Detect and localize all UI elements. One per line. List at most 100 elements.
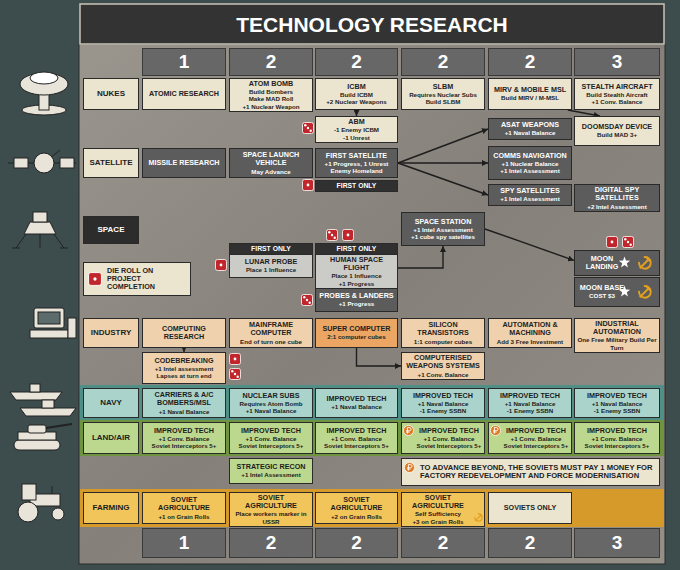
text-stack: 2: [491, 532, 569, 553]
effect-text: Soviet Interceptors 5+: [503, 442, 569, 449]
connector-arrow: [357, 348, 402, 366]
text-stack: IMPROVED TECH+1 Naval Balance-1 Enemy SS…: [577, 392, 657, 414]
tech-name: STRATEGIC RECON: [232, 463, 310, 471]
tech-name: TO ADVANCE BEYOND, THE SOVIETS MUST PAY …: [420, 464, 655, 481]
column-header: 1: [142, 48, 226, 76]
text-stack: CARRIERS & A/C BOMBERS/MSL+1 Naval Balan…: [145, 391, 223, 414]
tech-box: COMPUTERISED WEAPONS SYSTEMS+1 Conv. Bal…: [401, 352, 485, 380]
text-stack: STRATEGIC RECON+1 Intel Assessment: [232, 463, 310, 478]
tech-name: ASAT WEAPONS: [491, 121, 569, 129]
tech-name: 2: [404, 51, 482, 72]
effect-text: End of turn one cube: [232, 338, 310, 345]
effect-text: +1 Progress: [318, 280, 395, 287]
tech-box: MOON BASECOST $3: [574, 277, 660, 307]
tech-name: IMPROVED TECH: [416, 427, 482, 435]
connector-arrow: [485, 229, 574, 260]
tech-name: 1: [145, 51, 223, 72]
column-header: 3: [574, 528, 660, 558]
tech-name: 2: [404, 532, 482, 553]
tech-box: NUCLEAR SUBSRequires Atom Bomb+1 Naval B…: [229, 388, 313, 418]
text-stack: LUNAR PROBEPlace 1 Influence: [232, 258, 310, 273]
text-stack: IMPROVED TECH+1 Conv. BalanceSoviet Inte…: [232, 427, 310, 449]
tech-box: CODEBREAKING+1 Intel assessmentLapses at…: [142, 352, 226, 384]
tech-box: MAINFRAME COMPUTEREnd of turn one cube: [229, 318, 313, 348]
tech-box: IMPROVED TECH+1 Naval Balance: [315, 388, 398, 418]
tech-box: SPY SATELLITES+1 Intel Assessment: [488, 184, 572, 206]
tech-name: PROBES & LANDERS: [318, 292, 395, 300]
effect-text: +1 cube spy satellites: [404, 233, 482, 240]
tech-name: 3: [577, 532, 657, 553]
effect-text: +1 Naval Balance: [404, 400, 482, 407]
text-stack: MAINFRAME COMPUTEREnd of turn one cube: [232, 321, 310, 344]
row-label: SPACE: [83, 216, 139, 244]
text-stack: IMPROVED TECH+1 Conv. BalanceSoviet Inte…: [577, 427, 657, 449]
tech-name: IMPROVED TECH: [577, 392, 657, 400]
legend-text: DIE ROLL ON PROJECT COMPLETION: [107, 267, 186, 292]
effect-text: +1 Nuclear Balance: [491, 160, 569, 167]
effect-text: Self Sufficiency: [404, 510, 472, 517]
tech-box: IMPROVED TECH+1 Naval Balance-1 Enemy SS…: [574, 388, 660, 418]
tech-name: ICBM: [318, 83, 395, 91]
text-stack: DOOMSDAY DEVICEBuild MAD 3+: [577, 123, 657, 138]
die-icon: [623, 237, 634, 248]
tech-box: IMPROVED TECH+1 Conv. BalanceSoviet Inte…: [229, 422, 313, 454]
column-header: 2: [315, 48, 398, 76]
row-label: FARMING: [83, 492, 139, 524]
tech-name: SPACE LAUNCH VEHICLE: [232, 151, 310, 167]
tech-name: 2: [318, 532, 395, 553]
effect-text: +1 Conv. Balance: [404, 371, 482, 378]
column-header: 2: [488, 528, 572, 558]
text-stack: MIRV & MOBILE MSLBuild MIRV / M-MSL: [491, 86, 569, 101]
die-icon: [302, 295, 313, 306]
effect-text: Requires Nuclear Subs: [404, 91, 482, 98]
land-band: [80, 420, 664, 456]
effect-text: Soviet Interceptors 5+: [232, 442, 310, 449]
tech-box: LUNAR PROBEPlace 1 Influence: [229, 254, 313, 278]
title-text: TECHNOLOGY RESEARCH: [84, 8, 660, 42]
effect-text: +2 Intel Assessment: [577, 203, 657, 210]
text-stack: IMPROVED TECH+1 Naval Balance-1 Enemy SS…: [404, 392, 482, 414]
navy-band: [80, 385, 664, 421]
effect-text: +3 on Grain Rolls: [404, 518, 472, 525]
column-header: 1: [142, 528, 226, 558]
text-stack: IMPROVED TECH+1 Conv. BalanceSoviet Inte…: [145, 427, 223, 449]
tank-icon: [14, 424, 72, 450]
tech-box: COMMS NAVIGATION+1 Nuclear Balance+1 Int…: [488, 146, 572, 180]
text-stack: ATOMIC RESEARCH: [145, 90, 223, 98]
tech-box: SOVIET AGRICULTURE+2 on Grain Rolls: [315, 492, 398, 524]
tech-name: MAINFRAME COMPUTER: [232, 321, 310, 337]
tech-name: CARRIERS & A/C BOMBERS/MSL: [145, 391, 223, 407]
effect-text: Lapses at turn end: [145, 372, 223, 379]
text-stack: SOVIET AGRICULTURE+2 on Grain Rolls: [318, 496, 395, 519]
text-stack: NAVY: [86, 399, 136, 408]
star-icon: [619, 257, 630, 268]
main-panel: [79, 44, 665, 564]
tech-box: FIRST SATELLITE+1 Progress, 1 Unrest Ene…: [315, 148, 398, 178]
connector-arrow: [398, 162, 488, 163]
text-stack: SILICON TRANSISTORS1:1 computer cubes: [404, 321, 482, 344]
effect-text: Soviet Interceptors 5+: [577, 442, 657, 449]
text-stack: IMPROVED TECH+1 Conv. BalanceSoviet Inte…: [318, 427, 395, 449]
tech-name: COMMS NAVIGATION: [491, 152, 569, 160]
text-stack: DIGITAL SPY SATELLITES+2 Intel Assessmen…: [577, 186, 657, 209]
text-stack: TO ADVANCE BEYOND, THE SOVIETS MUST PAY …: [420, 464, 655, 481]
tech-name: 1: [145, 532, 223, 553]
tech-name: DOOMSDAY DEVICE: [577, 123, 657, 131]
tech-box: SOVIET AGRICULTURE+1 on Grain Rolls: [142, 492, 226, 524]
text-stack: INDUSTRY: [86, 329, 136, 338]
text-stack: SPACE LAUNCH VEHICLEMay Advance: [232, 151, 310, 174]
text-stack: FARMING: [86, 504, 136, 513]
tech-name: SPACE: [86, 226, 136, 235]
effect-text: +1 Conv. Balance: [145, 435, 223, 442]
text-stack: 2: [232, 51, 310, 72]
row-label: NAVY: [83, 388, 139, 418]
tech-name: IMPROVED TECH: [404, 392, 482, 400]
effect-text: Build Bombers: [232, 88, 310, 95]
effect-text: +1 Conv. Balance: [232, 435, 310, 442]
tech-box: CARRIERS & A/C BOMBERS/MSL+1 Naval Balan…: [142, 388, 226, 418]
tech-box: ATOMIC RESEARCH: [142, 78, 226, 110]
tech-box: COMPUTING RESEARCH: [142, 318, 226, 348]
effect-text: +1 Progress: [318, 300, 395, 307]
tractor-icon: [18, 484, 64, 522]
text-stack: HUMAN SPACE FLIGHTPlace 1 Influence+1 Pr…: [318, 256, 395, 286]
